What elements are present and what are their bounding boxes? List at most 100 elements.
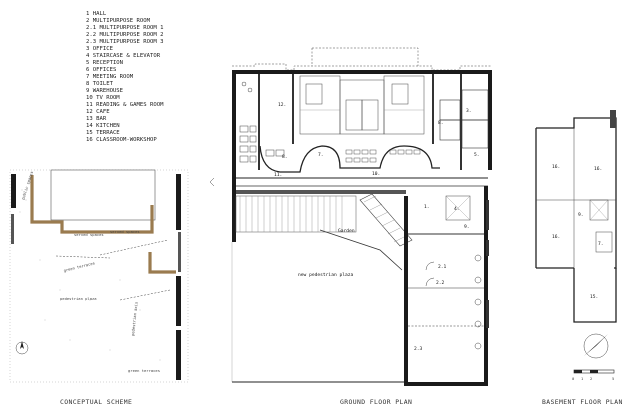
room-label: 4. — [454, 206, 460, 212]
wall — [460, 74, 462, 170]
north-arrow-icon — [15, 341, 29, 355]
room-label: 16. — [552, 164, 560, 170]
wall — [404, 382, 488, 386]
wall-bar — [11, 214, 14, 244]
trees — [474, 254, 482, 350]
room-label: 12. — [278, 102, 286, 108]
room-label: 16. — [552, 234, 560, 240]
room-label: Garden — [338, 228, 355, 234]
legend-item: 9 WAREHOUSE — [86, 88, 124, 94]
guide-line — [119, 289, 171, 301]
room-label: 3. — [466, 108, 472, 114]
caption-basement: BASEMENT FLOOR PLAN — [542, 398, 623, 406]
wall-bar — [11, 174, 16, 208]
room-label: 8. — [282, 154, 288, 160]
served-space-band — [148, 252, 176, 274]
offices — [439, 89, 489, 149]
wall — [258, 74, 260, 170]
column — [610, 110, 616, 128]
pavement-dots — [19, 189, 161, 361]
plaza-curve — [319, 229, 403, 271]
concept-label: green terraces — [128, 368, 160, 373]
concept-label: served spaces — [110, 229, 140, 234]
entry-mark — [209, 177, 215, 187]
wall — [232, 70, 236, 242]
legend: 1 HALL 2 MULTIPURPOSE ROOM 2.1 MULTIPURP… — [86, 11, 164, 143]
wall-bar — [176, 174, 181, 230]
wall — [536, 117, 617, 269]
concept-label: green terraces — [63, 260, 95, 273]
legend-item: 8 TOILET — [86, 81, 114, 87]
legend-item: 7 MEETING ROOM — [86, 74, 134, 80]
room-label: 11. — [274, 172, 282, 178]
legend-item: 4 STAIRCASE & ELEVATOR — [86, 53, 161, 59]
legend-item: 2.1 MULTIPURPOSE ROOM 1 — [86, 25, 163, 31]
conceptual-scheme: public spaces served spaces served space… — [9, 169, 189, 406]
guide-line — [99, 239, 169, 256]
wall-bar — [178, 232, 181, 272]
plaza-label: new pedestrian plaza — [298, 272, 354, 278]
stair-elevator — [589, 199, 609, 221]
legend-item: 13 BAR — [86, 116, 107, 122]
room-label: 9. — [464, 224, 470, 230]
concept-label: served spaces — [74, 232, 104, 237]
legend-item: 15 TERRACE — [86, 130, 120, 136]
terrace-edge — [236, 190, 406, 194]
legend-item: 14 KITCHEN — [86, 123, 120, 129]
column — [486, 200, 489, 230]
wall — [232, 70, 492, 74]
caption-ground: GROUND FLOOR PLAN — [340, 398, 412, 406]
terrace — [235, 195, 357, 233]
cafe-furniture — [239, 81, 285, 163]
legend-item: 1 HALL — [86, 11, 107, 17]
ground-floor-plan: 12. 11. 10. 8. 7. 8. 3. 5. 1. 4. 9. 2.1 … — [209, 47, 492, 406]
roof-outline — [232, 63, 492, 71]
room-box — [595, 231, 613, 253]
legend-item: 2.3 MULTIPURPOSE ROOM 3 — [86, 39, 163, 45]
concept-label: pedestrian axis — [130, 301, 139, 336]
wall — [404, 196, 408, 382]
roof-outline — [311, 47, 419, 66]
ramp-hatch — [363, 195, 407, 243]
door-swing — [425, 261, 435, 271]
legend-item: 3 OFFICE — [86, 46, 114, 52]
room-label: 2.1 — [438, 264, 447, 270]
reading-room-furniture — [345, 149, 421, 163]
legend-item: 5 RECEPTION — [86, 60, 123, 66]
legend-item: 2.2 MULTIPURPOSE ROOM 2 — [86, 32, 163, 38]
room-label: 5. — [474, 152, 480, 158]
legend-item: 11 READING & GAMES ROOM — [86, 102, 164, 108]
scale-label: 5 — [612, 376, 614, 381]
room-label: 16. — [594, 166, 602, 172]
legend-item: 16 CLASSROOM-WORKSHOP — [86, 137, 157, 143]
wall — [573, 268, 617, 323]
wall — [432, 74, 434, 144]
room-label: 10. — [372, 171, 380, 177]
room-label: 8. — [438, 120, 444, 126]
north-arrow-icon — [583, 333, 609, 359]
terrace-hatch — [239, 196, 343, 232]
wall — [292, 74, 294, 144]
scale-label: 0 — [572, 376, 575, 381]
legend-item: 10 TV ROOM — [86, 95, 120, 101]
room-label: 7. — [318, 152, 324, 158]
wall — [484, 186, 488, 386]
legend-item: 2 MULTIPURPOSE ROOM — [86, 18, 151, 24]
stair-elevator — [445, 195, 471, 221]
scale-label: 2 — [590, 376, 592, 381]
legend-item: 12 CAFE — [86, 109, 110, 115]
concept-label: pedestrian plaza — [60, 296, 97, 301]
wall — [488, 70, 492, 170]
scale-label: 1 — [581, 376, 584, 381]
wall-bar — [176, 330, 181, 380]
central-block — [50, 169, 156, 221]
scale-bar: 0 1 2 5 — [572, 369, 615, 381]
guide-line — [55, 255, 111, 259]
room-label: 2.2 — [436, 280, 445, 286]
room-label: 7. — [598, 241, 604, 247]
wall-bar — [176, 276, 181, 326]
room-label: 9. — [578, 212, 584, 218]
curved-wall — [259, 145, 440, 173]
